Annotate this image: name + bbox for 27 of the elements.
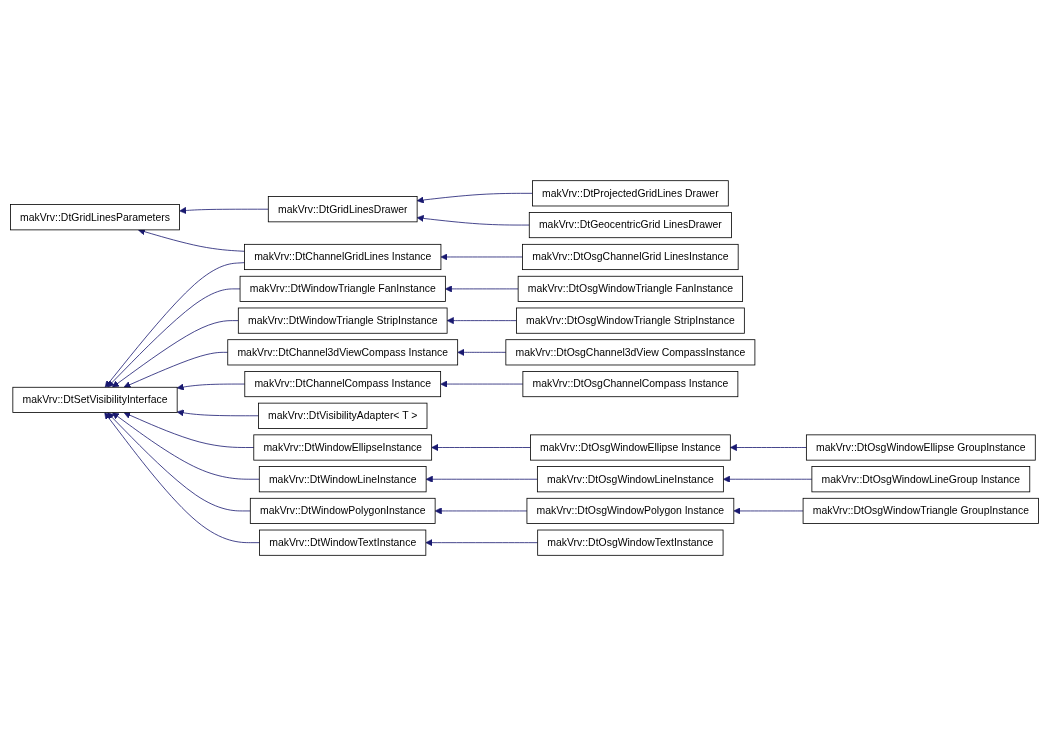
node-box: makVrv::DtOsgWindowTextInstance bbox=[537, 529, 724, 556]
node-box: makVrv::DtOsgWindowLineGroup Instance bbox=[811, 466, 1031, 493]
node-box: makVrv::DtOsgChannelGrid LinesInstance bbox=[522, 243, 739, 271]
node-box: makVrv::DtOsgWindowEllipse GroupInstance bbox=[805, 434, 1036, 461]
node-box: makVrv::DtOsgWindowTriangle GroupInstance bbox=[802, 497, 1039, 524]
node-box: makVrv::DtOsgWindowTriangle StripInstance bbox=[516, 307, 745, 334]
node-box: makVrv::DtChannelGridLines Instance bbox=[244, 243, 442, 271]
node-box: makVrv::DtProjectedGridLines Drawer bbox=[532, 180, 729, 207]
node-box: makVrv::DtOsgWindowPolygon Instance bbox=[526, 497, 735, 524]
node-box: makVrv::DtChannel3dViewCompass Instance bbox=[227, 339, 459, 366]
node-box: makVrv::DtWindowEllipseInstance bbox=[253, 434, 433, 461]
node-box: makVrv::DtWindowLineInstance bbox=[258, 466, 427, 493]
node-box: makVrv::DtOsgWindowEllipse Instance bbox=[530, 434, 731, 461]
node-box: makVrv::DtWindowPolygonInstance bbox=[249, 497, 436, 524]
node-box: makVrv::DtChannelCompass Instance bbox=[244, 371, 442, 398]
node-box: makVrv::DtVisibilityAdapter< T > bbox=[258, 402, 428, 429]
node-box: makVrv::DtOsgWindowLineInstance bbox=[537, 466, 724, 493]
node-box: makVrv::DtSetVisibilityInterface bbox=[12, 386, 178, 413]
node-box: makVrv::DtOsgChannelCompass Instance bbox=[522, 371, 739, 398]
node-box: makVrv::DtWindowTextInstance bbox=[259, 529, 427, 556]
node-box: makVrv::DtGridLinesDrawer bbox=[267, 196, 418, 223]
node-box: makVrv::DtGridLinesParameters bbox=[10, 204, 180, 231]
node-box: makVrv::DtOsgWindowTriangle FanInstance bbox=[517, 275, 743, 302]
node-box: makVrv::DtOsgChannel3dView CompassInstance bbox=[505, 339, 756, 366]
node-box: makVrv::DtGeocentricGrid LinesDrawer bbox=[528, 212, 732, 239]
node-box: makVrv::DtWindowTriangle StripInstance bbox=[237, 307, 448, 334]
node-box: makVrv::DtWindowTriangle FanInstance bbox=[239, 275, 446, 302]
